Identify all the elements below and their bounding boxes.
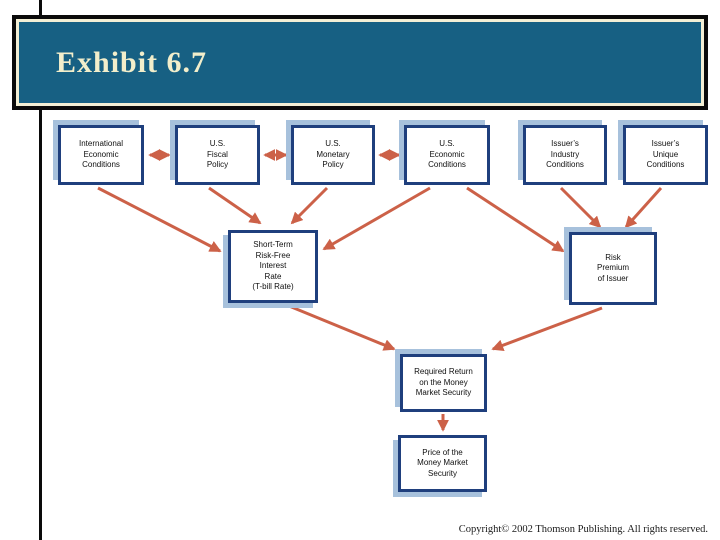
- node-required-return: Required Return on the Money Market Secu…: [400, 354, 487, 412]
- arrow-fiscal-to-tbill: [208, 186, 262, 225]
- node-label: Risk Premium of Issuer: [596, 252, 629, 283]
- node-us-economic-conditions: U.S. Economic Conditions: [404, 125, 490, 185]
- node-label: U.S. Fiscal Policy: [206, 139, 229, 170]
- node-issuers-unique-conditions: Issuer’s Unique Conditions: [623, 125, 708, 185]
- arrow-econ-to-tbill: [322, 186, 431, 251]
- arrow-monetary-to-tbill: [290, 186, 329, 225]
- node-label: International Economic Conditions: [78, 139, 124, 170]
- arrow-tbill-to-requiredreturn: [288, 304, 396, 351]
- node-price-of-security: Price of the Money Market Security: [398, 435, 487, 492]
- node-risk-premium-of-issuer: Risk Premium of Issuer: [569, 232, 657, 305]
- arrow-intl-to-tbill: [97, 186, 222, 253]
- node-us-fiscal-policy: U.S. Fiscal Policy: [175, 125, 260, 185]
- node-issuers-industry-conditions: Issuer’s Industry Conditions: [523, 125, 607, 185]
- node-label: U.S. Economic Conditions: [428, 139, 466, 170]
- left-accent-line: [39, 0, 42, 540]
- arrow-unique-to-riskpremium: [624, 186, 663, 229]
- page-title: Exhibit 6.7: [56, 45, 208, 79]
- arrow-industry-to-riskpremium: [559, 186, 602, 229]
- slide-title-banner: Exhibit 6.7: [12, 15, 708, 110]
- arrow-riskpremium-to-requiredreturn: [491, 306, 603, 352]
- node-label: Required Return on the Money Market Secu…: [414, 367, 473, 398]
- node-international-economic-conditions: International Economic Conditions: [58, 125, 144, 185]
- node-label: Issuer’s Industry Conditions: [546, 139, 584, 170]
- slide-title-banner-fill: Exhibit 6.7: [19, 22, 701, 103]
- node-label: Issuer’s Unique Conditions: [646, 139, 685, 170]
- node-label: U.S. Monetary Policy: [316, 139, 350, 170]
- node-us-monetary-policy: U.S. Monetary Policy: [291, 125, 375, 185]
- node-label: Short-Term Risk-Free Interest Rate (T-bi…: [252, 240, 294, 292]
- node-short-term-risk-free-rate: Short-Term Risk-Free Interest Rate (T-bi…: [228, 230, 318, 303]
- node-label: Price of the Money Market Security: [417, 447, 468, 478]
- copyright-text: Copyright© 2002 Thomson Publishing. All …: [458, 524, 708, 535]
- arrow-econ-to-riskpremium: [466, 186, 565, 253]
